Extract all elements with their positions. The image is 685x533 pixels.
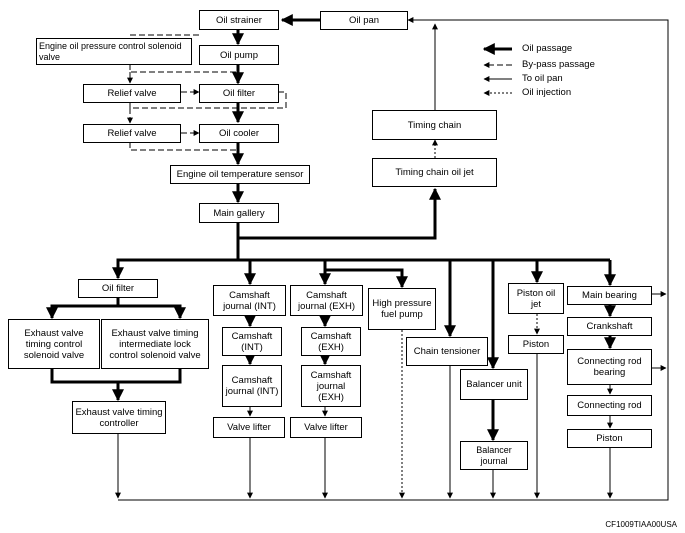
exhaust-valve-timing-lock-solenoid-box: Exhaust valve timing intermediate lock c… <box>101 319 209 369</box>
timing-chain-box: Timing chain <box>372 110 497 140</box>
oil-filter-main-box: Oil filter <box>199 84 279 103</box>
oil-strainer-box: Oil strainer <box>199 10 279 30</box>
oil-pan-box: Oil pan <box>320 11 408 30</box>
camshaft-exh-box: Camshaft (EXH) <box>301 327 361 356</box>
main-gallery-box: Main gallery <box>199 203 279 223</box>
camshaft-journal-int-box: Camshaft journal (INT) <box>213 285 286 316</box>
legend-to-oil-pan: To oil pan <box>522 73 563 84</box>
figure-id: CF1009TIAA00USA <box>605 520 677 529</box>
exhaust-valve-timing-controller-box: Exhaust valve timing controller <box>72 401 166 434</box>
piston-1-box: Piston <box>508 335 564 354</box>
piston-2-box: Piston <box>567 429 652 448</box>
relief-valve-2-box: Relief valve <box>83 124 181 143</box>
crankshaft-box: Crankshaft <box>567 317 652 336</box>
oil-filter-secondary-box: Oil filter <box>78 279 158 298</box>
eop-control-solenoid-box: Engine oil pressure control solenoid val… <box>36 38 192 65</box>
oil-pump-box: Oil pump <box>199 45 279 65</box>
timing-chain-oil-jet-box: Timing chain oil jet <box>372 158 497 187</box>
exhaust-valve-timing-solenoid-box: Exhaust valve timing control solenoid va… <box>8 319 100 369</box>
high-pressure-fuel-pump-box: High pressure fuel pump <box>368 288 436 330</box>
chain-tensioner-box: Chain tensioner <box>406 337 488 366</box>
connecting-rod-bearing-box: Connecting rod bearing <box>567 349 652 385</box>
legend-swatches <box>482 43 512 96</box>
oil-injection-lines <box>399 139 540 499</box>
valve-lifter-int-box: Valve lifter <box>213 417 285 438</box>
valve-lifter-exh-box: Valve lifter <box>290 417 362 438</box>
camshaft-journal-exh-2-box: Camshaft journal (EXH) <box>301 365 361 407</box>
camshaft-int-box: Camshaft (INT) <box>222 327 282 356</box>
legend-oil-passage: Oil passage <box>522 43 573 54</box>
camshaft-journal-exh-box: Camshaft journal (EXH) <box>290 285 363 316</box>
balancer-journal-box: Balancer journal <box>460 441 528 470</box>
balancer-unit-box: Balancer unit <box>460 369 528 400</box>
piston-oil-jet-box: Piston oil jet <box>508 283 564 314</box>
connecting-rod-box: Connecting rod <box>567 395 652 416</box>
oil-passage-lines <box>46 13 616 442</box>
main-bearing-box: Main bearing <box>567 286 652 305</box>
oil-cooler-box: Oil cooler <box>199 124 279 143</box>
relief-valve-1-box: Relief valve <box>83 84 181 103</box>
legend-bypass-passage: By-pass passage <box>522 59 595 70</box>
camshaft-journal-int-2-box: Camshaft journal (INT) <box>222 365 282 407</box>
legend-oil-injection: Oil injection <box>522 87 572 98</box>
engine-oil-temperature-sensor-box: Engine oil temperature sensor <box>170 165 310 184</box>
return-to-oil-pan-lines <box>115 17 669 501</box>
